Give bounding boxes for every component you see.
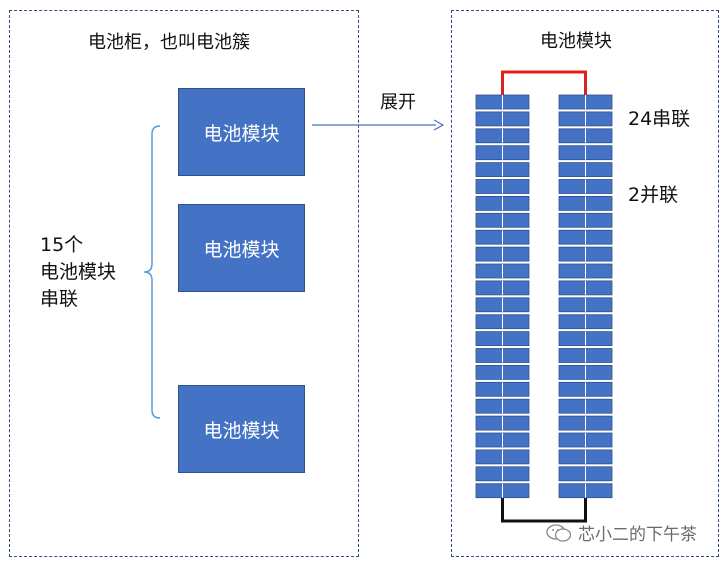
- battery-module-box-1: 电池模块: [178, 88, 305, 176]
- watermark-text: 芯小二的下午茶: [578, 525, 697, 545]
- module-name-label: 电池模块: [40, 261, 117, 283]
- cabinet-title: 电池柜，也叫电池簇: [88, 32, 250, 53]
- parallel-count-label: 2并联: [628, 184, 679, 206]
- watermark: 芯小二的下午茶: [546, 520, 697, 545]
- bottom-series-link: [501, 497, 587, 523]
- wechat-icon: [546, 523, 572, 542]
- series-label: 串联: [40, 288, 79, 310]
- module-title: 电池模块: [540, 31, 612, 52]
- module-count-label: 15个: [40, 234, 84, 256]
- expand-label: 展开: [380, 92, 416, 113]
- series-description: 15个 电池模块 串联: [40, 232, 116, 313]
- battery-cabinet-panel: [9, 10, 359, 557]
- expand-arrow: [312, 119, 445, 131]
- battery-module-box-3: 电池模块: [178, 385, 305, 473]
- cell-array: [475, 70, 613, 523]
- battery-module-box-2: 电池模块: [178, 204, 305, 292]
- series-count-label: 24串联: [628, 108, 691, 130]
- top-series-link: [501, 70, 587, 95]
- battery-module-panel: [451, 10, 719, 557]
- series-brace: [143, 125, 161, 419]
